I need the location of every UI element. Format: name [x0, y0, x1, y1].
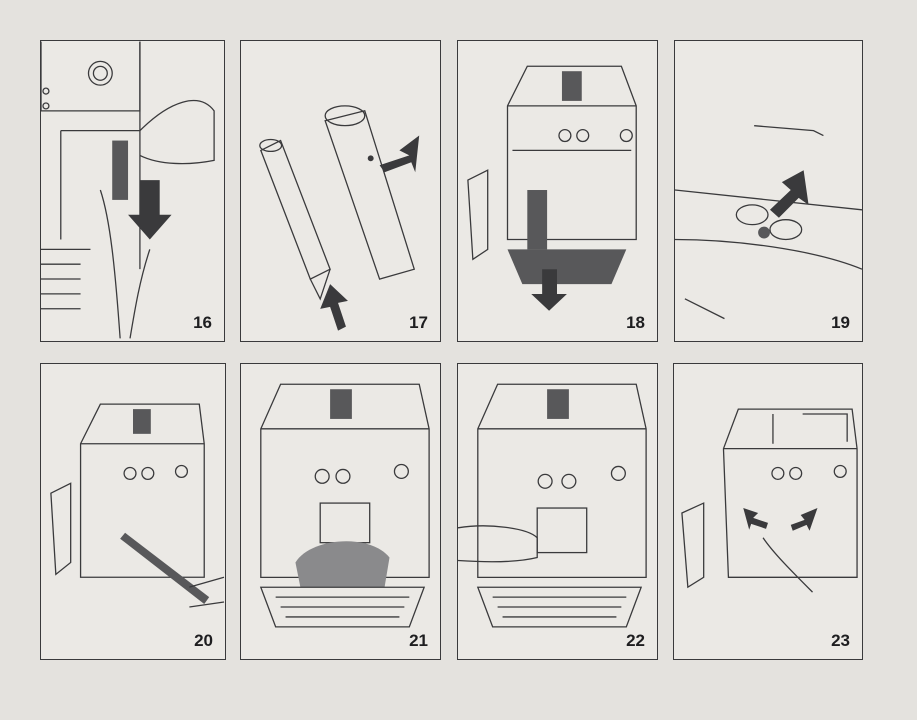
brush-cleaning-illustration — [50, 403, 225, 608]
drip-tray-removal-illustration — [467, 65, 637, 311]
step-16-panel: 16 — [40, 40, 225, 342]
step-19-panel: 19 — [674, 40, 863, 342]
arrow-down-icon — [531, 269, 567, 311]
arrow-down-icon — [128, 180, 172, 240]
arrow-inward-icon — [790, 508, 818, 531]
step-18-panel: 18 — [457, 40, 658, 342]
arrow-icon — [379, 135, 420, 173]
arrow-inward-icon — [743, 508, 768, 530]
inspect-valve-illustration — [675, 125, 862, 320]
step-17-panel: 17 — [240, 40, 441, 342]
step-23-panel: 23 — [673, 363, 863, 660]
reinsert-brew-unit-illustration — [681, 408, 858, 593]
step-21-panel: 21 — [240, 363, 441, 660]
step-number: 18 — [626, 313, 645, 332]
step-number: 22 — [626, 631, 645, 650]
step-number: 21 — [409, 631, 428, 650]
arrow-icon — [320, 284, 348, 331]
step-number: 23 — [831, 631, 850, 650]
nozzle-parts-illustration — [259, 105, 420, 331]
step-number: 19 — [831, 313, 850, 332]
wipe-brew-unit-illustration — [259, 383, 430, 628]
step-22-panel: 22 — [457, 363, 658, 660]
nozzle-removal-illustration — [41, 41, 215, 339]
step-number: 20 — [194, 631, 213, 650]
step-20-panel: 20 — [40, 363, 226, 660]
step-number: 17 — [409, 313, 428, 332]
step-number: 16 — [193, 313, 212, 332]
arrow-diagonal-icon — [769, 170, 809, 218]
clean-spout-illustration — [458, 383, 647, 628]
